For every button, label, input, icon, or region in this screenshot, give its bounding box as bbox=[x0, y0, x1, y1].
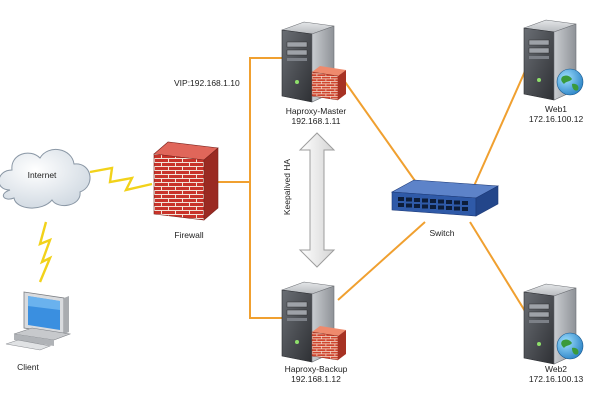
firewall-label: Firewall bbox=[174, 230, 204, 240]
haproxy-backup-name: Haproxy-Backup bbox=[284, 364, 348, 374]
client-label: Client bbox=[17, 362, 39, 372]
lightning-internet-firewall bbox=[89, 166, 153, 192]
haproxy-backup-ip: 192.168.1.12 bbox=[291, 374, 341, 384]
server-firewall-icon bbox=[281, 281, 346, 363]
link-switch-web2 bbox=[469, 221, 529, 317]
haproxy-backup-label: Haproxy-Backup 192.168.1.12 bbox=[268, 364, 364, 384]
network-switch-icon bbox=[390, 179, 500, 217]
server-globe-icon bbox=[523, 283, 584, 365]
haproxy-master-ip: 192.168.1.11 bbox=[291, 116, 341, 126]
web1-label: Web1 172.16.100.12 bbox=[516, 104, 596, 124]
links bbox=[210, 57, 531, 319]
server-firewall-icon bbox=[281, 21, 346, 103]
cloud-icon bbox=[0, 149, 91, 209]
web1-name: Web1 bbox=[544, 104, 568, 114]
double-arrow-icon bbox=[298, 132, 336, 268]
haproxy-master-name: Haproxy-Master bbox=[285, 106, 347, 116]
brick-firewall-icon bbox=[153, 141, 219, 221]
keepalived-ha-label: Keepalived HA bbox=[282, 158, 292, 216]
web2-name: Web2 bbox=[544, 364, 568, 374]
link-firewall-backup bbox=[210, 181, 282, 319]
web2-ip: 172.16.100.13 bbox=[528, 374, 584, 384]
web2-label: Web2 172.16.100.13 bbox=[516, 364, 596, 384]
link-master-switch bbox=[337, 71, 426, 196]
web1-ip: 172.16.100.12 bbox=[528, 114, 584, 124]
switch-label: Switch bbox=[429, 228, 455, 238]
internet-label: Internet bbox=[27, 170, 57, 180]
server-globe-icon bbox=[523, 19, 584, 101]
desktop-computer-icon bbox=[5, 291, 72, 351]
vip-label: VIP:192.168.1.10 bbox=[174, 78, 240, 88]
lightning-internet-client bbox=[38, 221, 53, 283]
link-switch-web1 bbox=[469, 59, 531, 196]
link-backup-switch bbox=[337, 221, 426, 301]
haproxy-master-label: Haproxy-Master 192.168.1.11 bbox=[268, 106, 364, 126]
